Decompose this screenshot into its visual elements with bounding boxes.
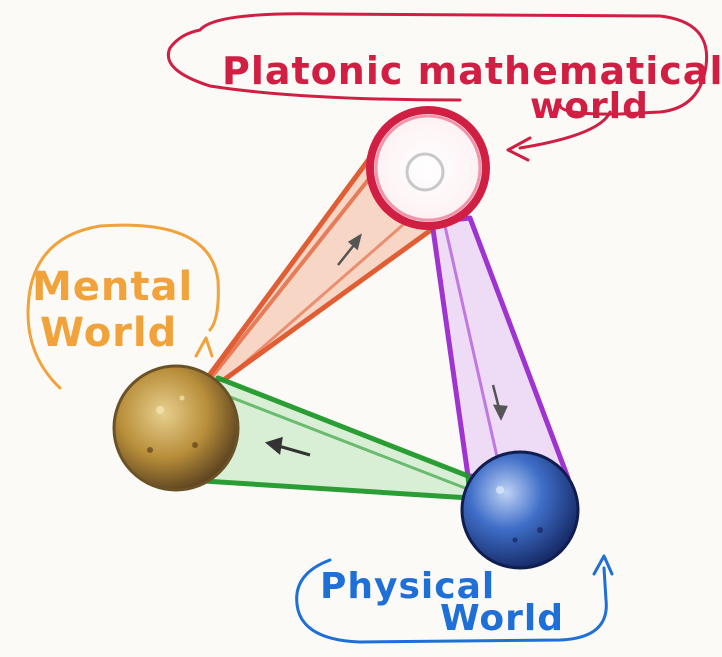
physical-sphere-icon <box>460 450 580 570</box>
physical-label: Physical World <box>295 554 614 644</box>
mental-title-line2: World <box>40 310 177 356</box>
mental-label: Mental World <box>26 223 220 390</box>
arrow-icon <box>506 136 532 162</box>
arrow-icon <box>264 436 311 457</box>
arrow-icon <box>491 384 508 421</box>
physical-title-line1: Physical <box>320 566 495 607</box>
mental-title-line1: Mental <box>32 264 193 310</box>
mental-sphere-icon <box>112 364 240 492</box>
platonic-title-line1: Platonic mathematical <box>222 49 722 93</box>
beam-platonic-to-physical <box>429 215 571 481</box>
platonic-title-line2: world <box>530 86 649 127</box>
platonic-sphere-icon <box>366 106 490 230</box>
physical-title-line2: World <box>440 598 564 639</box>
arrow-icon <box>337 233 362 266</box>
platonic-label: Platonic mathematical world <box>167 12 722 162</box>
